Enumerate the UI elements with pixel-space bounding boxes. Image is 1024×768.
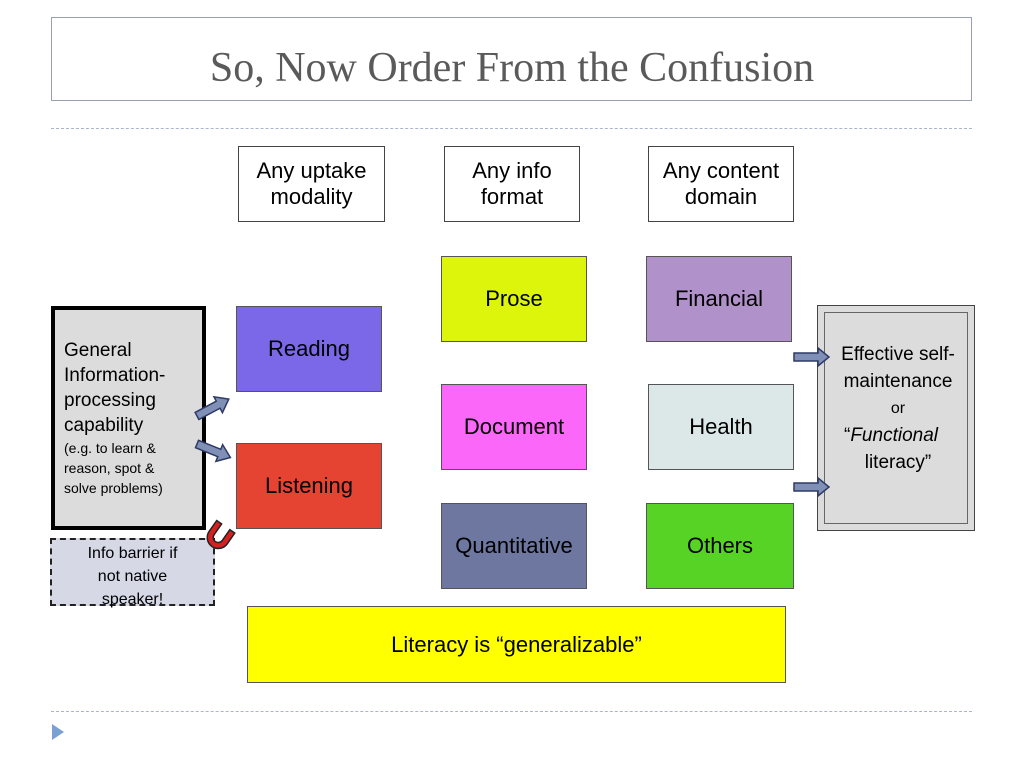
- capability-detail1: (e.g. to learn &: [64, 440, 156, 456]
- header-domain-line2: domain: [684, 184, 758, 209]
- arrow-icon: [194, 395, 230, 421]
- bullet-triangle-icon: [52, 724, 64, 740]
- outcome-text: Effective self- maintenance or “Function…: [820, 341, 976, 476]
- outcome-box-inner: [824, 312, 968, 524]
- capability-line1: General: [64, 340, 132, 361]
- outcome-functional: Functional: [850, 425, 938, 446]
- outcome-or: or: [890, 400, 906, 417]
- header-uptake-modality: Any uptake modality: [238, 146, 385, 222]
- arrow-icon: [793, 346, 831, 368]
- listening-box: Listening: [236, 443, 382, 529]
- financial-box: Financial: [646, 256, 792, 342]
- title-frame: [51, 17, 972, 101]
- page-title: So, Now Order From the Confusion: [209, 45, 815, 91]
- header-info-format: Any info format: [444, 146, 580, 222]
- capability-detail3: solve problems): [64, 480, 163, 496]
- top-divider: [51, 128, 972, 129]
- header-content-domain: Any content domain: [648, 146, 794, 222]
- arrow-icon: [194, 439, 232, 463]
- capability-box: General Information- processing capabili…: [51, 306, 206, 530]
- header-domain-line1: Any content: [662, 158, 780, 183]
- outcome-line2: maintenance: [843, 371, 953, 392]
- reading-box: Reading: [236, 306, 382, 392]
- generalizable-banner: Literacy is “generalizable”: [247, 606, 786, 683]
- outcome-line4: literacy”: [864, 452, 932, 473]
- barrier-line1: Info barrier if: [87, 545, 178, 562]
- capability-line2: Information-: [64, 365, 166, 386]
- quantitative-box: Quantitative: [441, 503, 587, 589]
- header-uptake-line1: Any uptake: [256, 158, 367, 183]
- barrier-line2: not native: [97, 568, 168, 585]
- barrier-line3: speaker!: [101, 591, 164, 608]
- others-box: Others: [646, 503, 794, 589]
- header-format-line2: format: [480, 184, 544, 209]
- outcome-line3: “Functional: [820, 422, 976, 449]
- document-box: Document: [441, 384, 587, 470]
- outcome-quote-open: “: [844, 425, 851, 446]
- bottom-divider: [51, 711, 972, 712]
- outcome-line1: Effective self-: [841, 344, 955, 365]
- capability-line3: processing: [64, 390, 156, 411]
- magnet-icon: [206, 519, 236, 550]
- capability-line4: capability: [64, 415, 144, 436]
- health-box: Health: [648, 384, 794, 470]
- info-barrier-box: Info barrier if not native speaker!: [50, 538, 215, 608]
- capability-detail2: reason, spot &: [64, 460, 155, 476]
- header-uptake-line2: modality: [270, 184, 353, 209]
- prose-box: Prose: [441, 256, 587, 342]
- arrow-icon: [793, 476, 831, 498]
- header-format-line1: Any info: [472, 158, 552, 183]
